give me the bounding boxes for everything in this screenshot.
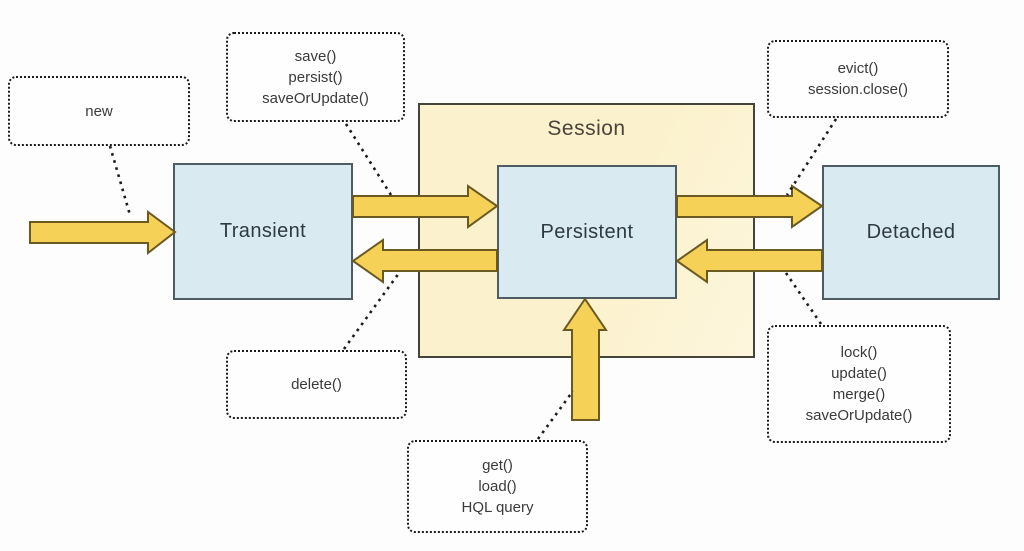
state-box-transient: Transient: [173, 163, 353, 300]
callout-save-line: persist(): [288, 68, 343, 86]
callout-evict-line: session.close(): [807, 81, 909, 98]
callout-lock-line: update(): [831, 365, 887, 382]
arrow-new-to-transient: [29, 210, 177, 256]
callout-lock-line: saveOrUpdate(): [805, 407, 913, 424]
callout-save: save() persist() saveOrUpdate(): [226, 32, 405, 122]
callout-lock-line: merge(): [832, 386, 886, 403]
callout-delete: delete(): [226, 350, 407, 419]
callout-new: new: [8, 76, 190, 146]
callout-lock-line: lock(): [840, 344, 878, 361]
callout-lock: lock() update() merge() saveOrUpdate(): [767, 325, 951, 443]
callout-save-line: saveOrUpdate(): [262, 89, 369, 107]
callout-save-line: save(): [294, 47, 337, 65]
state-box-persistent: Persistent: [497, 165, 677, 299]
callout-evict: evict() session.close(): [767, 40, 949, 118]
callout-get-line: load(): [478, 478, 517, 495]
session-label: Session: [547, 117, 626, 140]
state-label-transient: Transient: [219, 220, 307, 242]
connector-get: [536, 390, 575, 440]
callout-get-line: get(): [482, 457, 513, 474]
callout-delete-line: delete(): [291, 376, 342, 393]
state-label-detached: Detached: [866, 221, 956, 243]
state-label-persistent: Persistent: [540, 220, 634, 243]
callout-get-line: HQL query: [461, 499, 534, 516]
callout-evict-line: evict(): [837, 60, 879, 77]
state-box-detached: Detached: [822, 165, 1000, 300]
connector-new: [108, 145, 132, 216]
callout-new-line: new: [85, 102, 113, 120]
connector-lock: [784, 272, 823, 325]
callout-get: get() load() HQL query: [407, 440, 588, 533]
